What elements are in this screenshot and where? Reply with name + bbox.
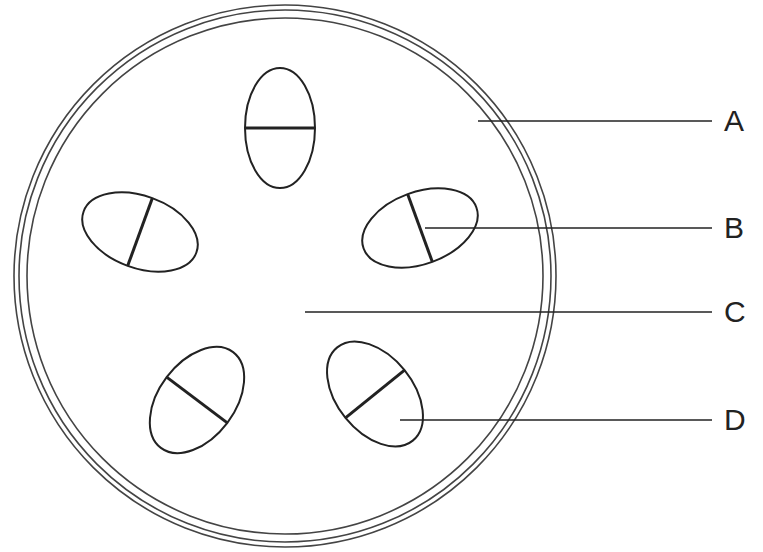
part-label: A (724, 106, 744, 136)
leader-line (425, 227, 712, 229)
leader-line (478, 120, 712, 122)
part-label: C (724, 297, 746, 327)
leader-line (400, 419, 712, 421)
oval-cell (308, 323, 443, 464)
oval-cell (131, 329, 264, 471)
part-label: D (724, 405, 746, 435)
oval-cell (71, 178, 208, 287)
outer-rim (14, 5, 556, 547)
oval-cell (245, 68, 315, 188)
outer-rim (19, 10, 551, 542)
part-label: B (724, 213, 744, 243)
leader-line (305, 311, 712, 313)
inner-rim (27, 18, 543, 534)
